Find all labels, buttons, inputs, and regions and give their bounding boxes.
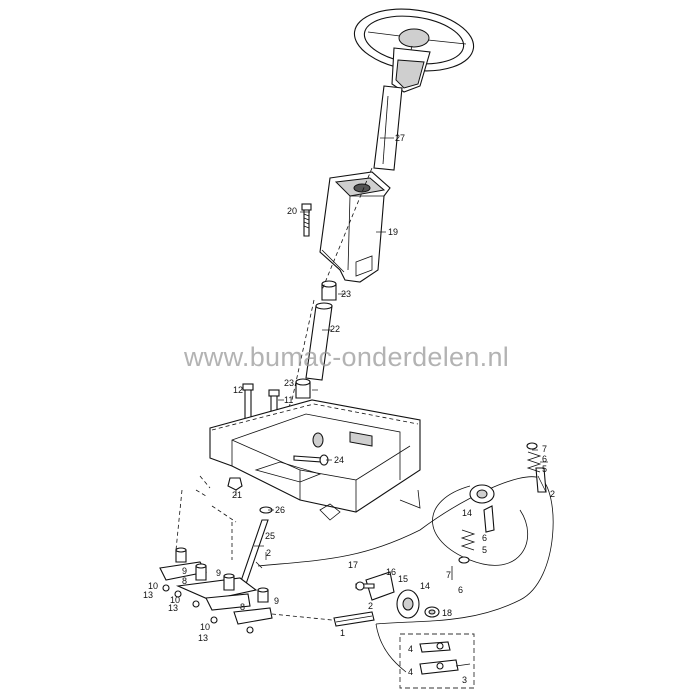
callout-1: 1 [340, 628, 345, 638]
callout-10-a: 10 [148, 581, 158, 591]
callout-labels: 27 19 20 23 22 23 12 11 24 21 26 25 2 9 … [143, 133, 555, 685]
callout-15: 15 [398, 574, 408, 584]
callout-2-bottom: 2 [368, 601, 373, 611]
callout-11: 11 [284, 395, 293, 405]
callout-13-c: 13 [198, 633, 208, 643]
callout-13-b: 13 [168, 603, 178, 613]
callout-17: 17 [348, 560, 358, 570]
callout-4-lower: 4 [408, 667, 413, 677]
bolt-20 [301, 203, 312, 237]
callout-16: 16 [386, 567, 396, 577]
callout-5-upper: 5 [542, 464, 547, 474]
callout-6-middle: 6 [482, 533, 487, 543]
chassis-frame [209, 399, 421, 521]
pin-24 [293, 454, 329, 466]
callout-21: 21 [232, 490, 242, 500]
callout-27: 27 [395, 133, 405, 143]
bushing-23-lower [295, 378, 311, 399]
lower-linkage [159, 547, 333, 634]
callout-22: 22 [330, 324, 340, 334]
callout-18: 18 [442, 608, 452, 618]
nut-21 [227, 477, 243, 491]
steering-wheel [353, 8, 475, 93]
callout-25: 25 [265, 531, 275, 541]
callout-3: 3 [462, 675, 467, 685]
callout-5-middle: 5 [482, 545, 487, 555]
callout-20: 20 [287, 206, 297, 216]
callout-23-upper: 23 [341, 289, 351, 299]
callout-23-lower: 23 [284, 378, 294, 388]
callout-8-a: 8 [182, 576, 187, 586]
callout-4-upper: 4 [408, 644, 413, 654]
inset-detail [375, 623, 475, 689]
lever-bracket [355, 571, 395, 601]
callout-26: 26 [275, 505, 285, 515]
tube-22 [305, 302, 333, 381]
watermark-text: www.bumac-onderdelen.nl [183, 342, 509, 372]
callout-2-right: 2 [550, 489, 555, 499]
spring-upper [526, 442, 542, 473]
rod-25 [239, 519, 269, 585]
callout-10-b: 10 [170, 595, 180, 605]
belt-14 [432, 484, 529, 566]
spring-lower [451, 505, 495, 580]
nut-18 [424, 606, 440, 618]
callout-19: 19 [388, 227, 398, 237]
bushing-23-upper [321, 280, 337, 301]
callout-24: 24 [334, 455, 344, 465]
callout-13-a: 13 [143, 590, 153, 600]
callout-9-a: 9 [182, 566, 187, 576]
callout-14-upper: 14 [462, 508, 472, 518]
wheel-14 [396, 589, 420, 619]
callout-14-lower: 14 [420, 581, 430, 591]
link-1 [333, 611, 375, 627]
steering-shaft [373, 85, 403, 171]
column-bracket [319, 171, 391, 283]
callout-6-lower: 6 [458, 585, 463, 595]
callout-7-upper: 7 [542, 444, 547, 454]
callout-9-b: 9 [216, 568, 221, 578]
callout-2-left: 2 [266, 548, 271, 558]
leader-lines [235, 137, 548, 560]
callout-8-b: 8 [240, 602, 245, 612]
callout-10-c: 10 [200, 622, 210, 632]
callout-12: 12 [233, 385, 243, 395]
callout-9-c: 9 [274, 596, 279, 606]
callout-6-upper: 6 [542, 454, 547, 464]
cable-2 [255, 467, 554, 625]
callout-7-lower: 7 [446, 570, 451, 580]
